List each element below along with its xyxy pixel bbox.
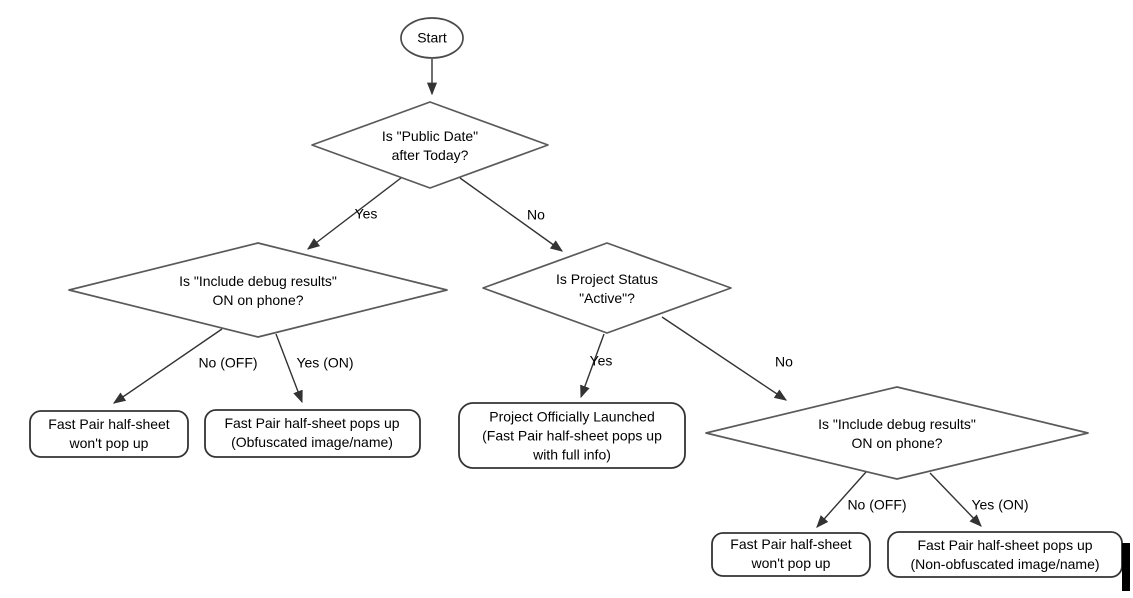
outcome-wont-popup-left-shape bbox=[29, 410, 189, 458]
edge-status-no bbox=[661, 316, 788, 401]
outcome-obfuscated-shape bbox=[204, 409, 421, 458]
outcome-wont-popup-right-shape bbox=[711, 532, 871, 577]
start-node-shape bbox=[400, 17, 464, 59]
edge-debug-right-yes-on bbox=[929, 472, 982, 527]
outcome-non-obfuscated-shape bbox=[887, 531, 1123, 578]
decision-project-status-shape bbox=[482, 242, 732, 334]
edge-debug-left-no-off bbox=[112, 328, 223, 404]
decision-public-date-shape bbox=[311, 101, 549, 189]
decision-debug-left-shape bbox=[68, 242, 448, 338]
outcome-launched-shape bbox=[458, 402, 686, 469]
decision-debug-right-shape bbox=[705, 386, 1089, 480]
text-cursor-bar bbox=[1122, 543, 1130, 591]
edge-public-date-no bbox=[459, 177, 564, 252]
edge-public-date-yes bbox=[306, 177, 402, 250]
edge-debug-left-yes-on bbox=[275, 333, 303, 404]
edge-status-yes bbox=[580, 333, 605, 399]
edge-debug-right-no-off bbox=[816, 471, 867, 528]
